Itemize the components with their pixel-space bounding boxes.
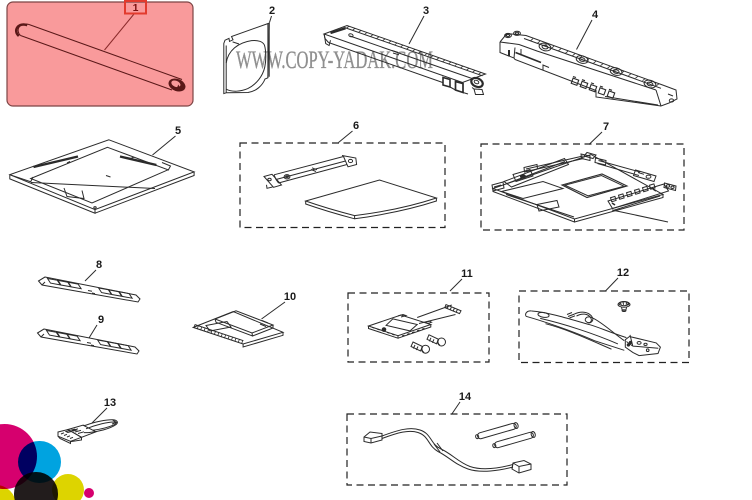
svg-text:3: 3 xyxy=(423,5,429,17)
svg-text:2: 2 xyxy=(269,5,275,17)
svg-text:11: 11 xyxy=(461,268,473,280)
svg-text:1: 1 xyxy=(133,2,139,14)
svg-text:6: 6 xyxy=(353,120,359,132)
svg-text:10: 10 xyxy=(284,291,296,303)
svg-text:12: 12 xyxy=(617,267,629,279)
svg-text:5: 5 xyxy=(175,125,181,137)
svg-text:7: 7 xyxy=(603,121,609,133)
svg-text:14: 14 xyxy=(459,391,472,403)
svg-text:9: 9 xyxy=(98,314,104,326)
svg-text:4: 4 xyxy=(592,9,599,21)
svg-text:8: 8 xyxy=(96,259,102,271)
svg-text:13: 13 xyxy=(104,397,116,409)
